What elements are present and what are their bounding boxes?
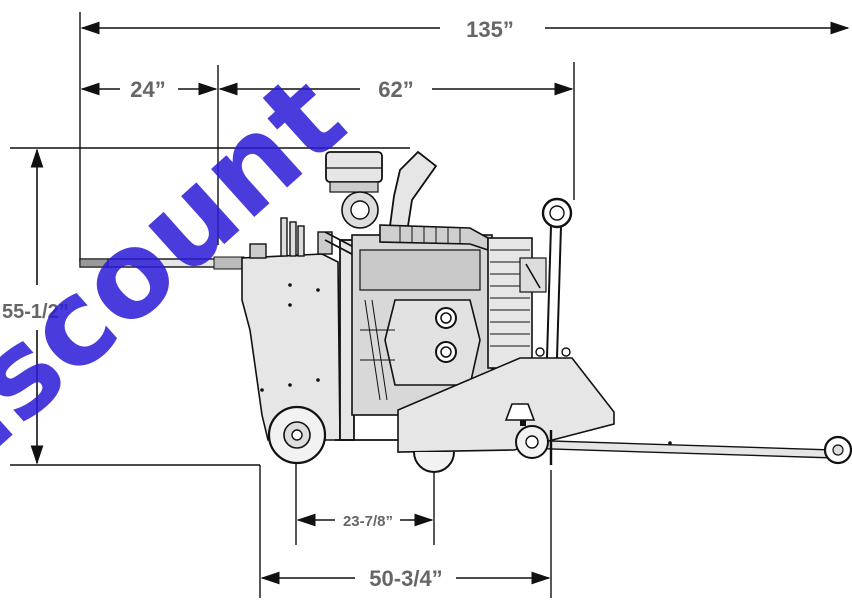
extension-lines [10,12,575,598]
saw-machine [79,150,852,473]
dimension-handle-extension: 24” [80,77,218,102]
dimension-wheelbase: 50-3/4” [260,566,551,591]
air-filter [325,151,383,229]
height-label: 55-1/2” [2,301,69,323]
dimension-height: 55-1/2” [2,148,69,465]
radiator [487,237,547,369]
dimension-machine-length: 62” [218,77,574,102]
front-wheel [515,425,553,465]
wheel-spacing-label: 23-7/8” [343,513,393,530]
dimension-overall-length: 135” [80,17,850,42]
blade-guard [397,357,615,453]
machine-length-label: 62” [378,77,413,102]
front-pointer [519,435,852,465]
front-handle [535,197,573,359]
rear-housing [241,253,341,441]
housing-bolts [260,283,320,392]
handle-extension-label: 24” [130,77,165,102]
rear-wheel [267,405,327,465]
dimension-wheel-spacing: 23-7/8” [296,513,434,530]
wheelbase-label: 50-3/4” [369,566,442,591]
control-levers [249,217,333,259]
middle-wheel [413,451,455,473]
overall-length-label: 135” [466,17,514,42]
exhaust-pipe [379,150,489,252]
